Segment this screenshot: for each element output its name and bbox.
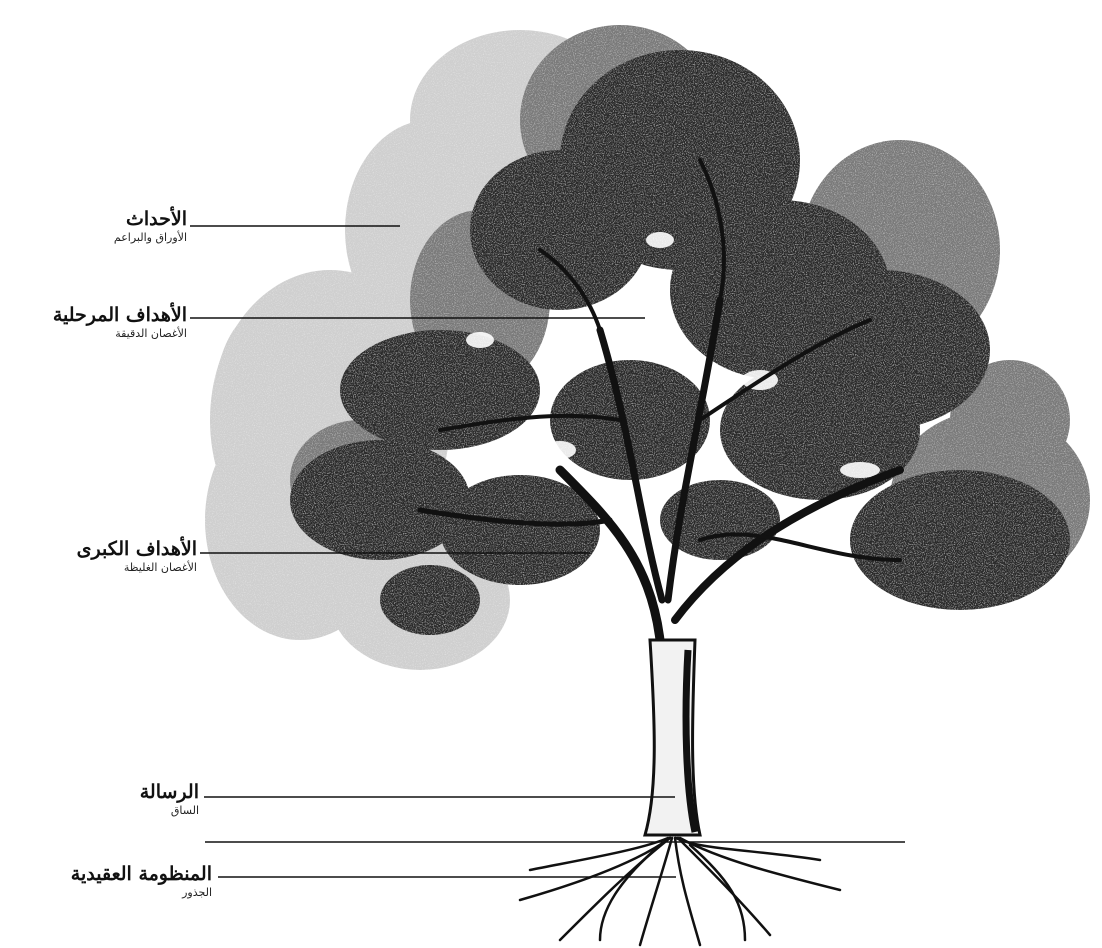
label-major: الأهداف الكبرى الأغصان الغليظة — [77, 538, 197, 576]
trunk — [645, 640, 700, 835]
label-major-subtitle: الأغصان الغليظة — [77, 560, 197, 576]
label-interim-subtitle: الأغصان الدقيقة — [53, 326, 187, 342]
label-interim: الأهداف المرحلية الأغصان الدقيقة — [53, 304, 187, 342]
label-major-title: الأهداف الكبرى — [77, 538, 197, 560]
roots — [520, 838, 840, 945]
label-beliefs-subtitle: الجذور — [71, 885, 212, 901]
label-beliefs: المنظومة العقيدية الجذور — [71, 863, 212, 901]
label-interim-title: الأهداف المرحلية — [53, 304, 187, 326]
label-mission-subtitle: الساق — [140, 803, 199, 819]
label-mission: الرسالة الساق — [140, 781, 199, 819]
label-events-subtitle: الأوراق والبراعم — [114, 230, 187, 246]
label-mission-title: الرسالة — [140, 781, 199, 803]
label-events: الأحداث الأوراق والبراعم — [114, 208, 187, 246]
label-events-title: الأحداث — [114, 208, 187, 230]
label-beliefs-title: المنظومة العقيدية — [71, 863, 212, 885]
